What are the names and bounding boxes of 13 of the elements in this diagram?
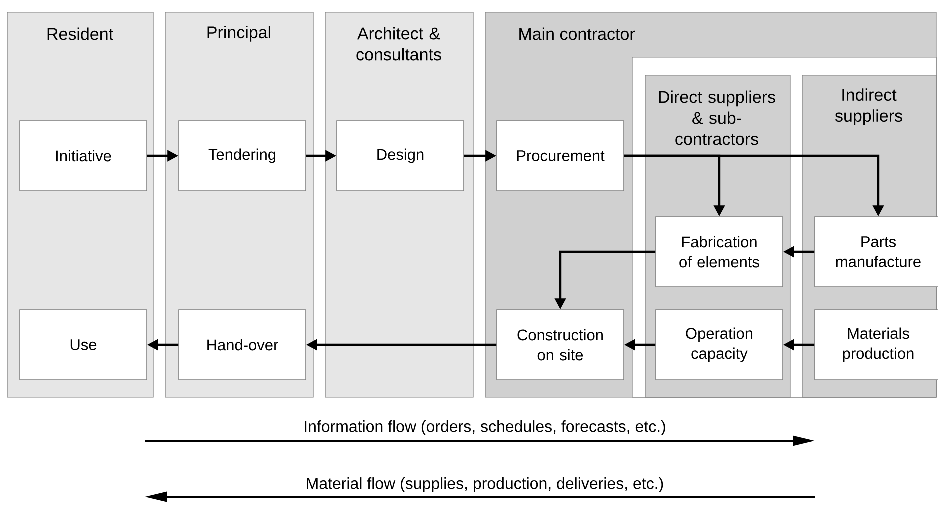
process-box: Operation capacity (656, 310, 784, 380)
process-box: Use (20, 310, 148, 380)
process-box: Materials production (814, 310, 938, 380)
process-box: Construction on site (496, 310, 624, 380)
flow-label: Information flow (orders, schedules, forecasts, etc.) (305, 420, 666, 436)
process-box: Design (336, 120, 464, 192)
process-box: Hand-over (178, 310, 306, 380)
process-box: Procurement (496, 120, 624, 192)
flow-label: Material flow (supplies, production, deliveries, etc.) (307, 478, 664, 492)
process-box: Fabrication of elements (656, 216, 784, 288)
process-box: Tendering (178, 120, 306, 192)
process-box: Parts manufacture (814, 216, 938, 288)
process-box: Initiative (20, 120, 148, 192)
